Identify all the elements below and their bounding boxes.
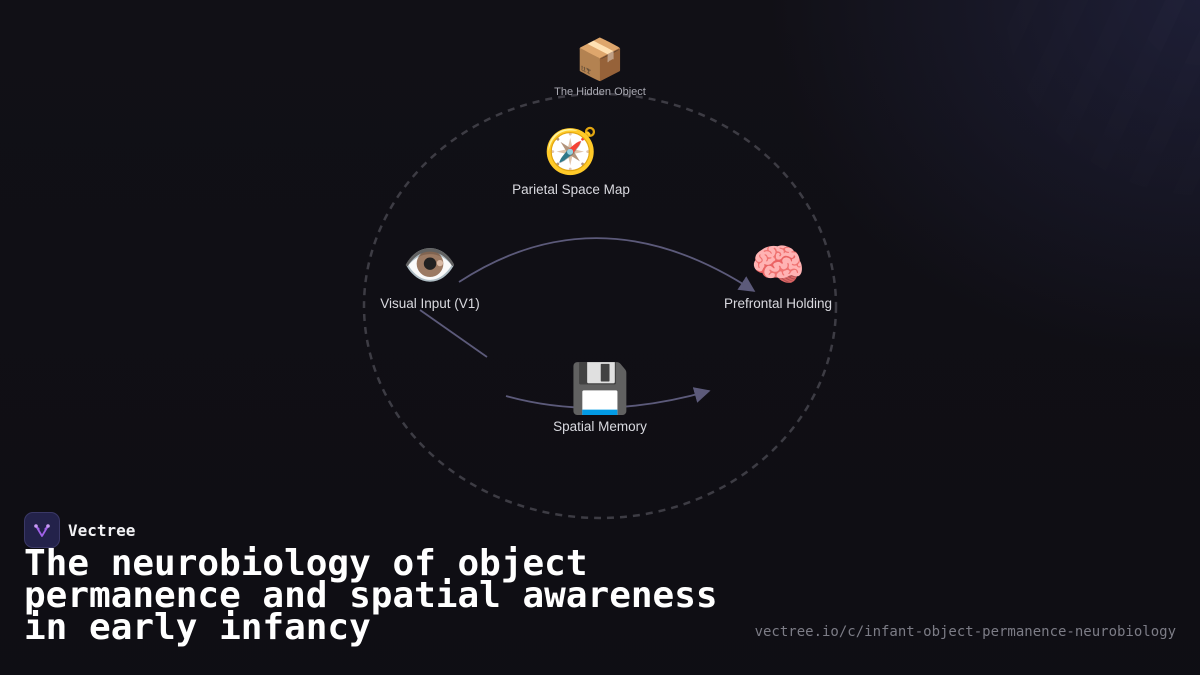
node-label: The Hidden Object (554, 86, 646, 98)
node-hidden-object: 📦 The Hidden Object (554, 40, 646, 98)
orbit-dashed-circle (362, 92, 838, 520)
brain-icon: 🧠 (750, 240, 806, 291)
node-label: Visual Input (V1) (380, 296, 480, 311)
page-title: The neurobiology of object permanence an… (24, 543, 718, 648)
eye-icon: 👁️ (402, 240, 458, 291)
node-spatial-memory: 💾 Spatial Memory (553, 365, 647, 434)
node-label: Parietal Space Map (512, 182, 630, 197)
vectree-logo-icon (24, 512, 60, 548)
connector-visual-to-prefrontal (458, 237, 756, 292)
floppy-disk-icon: 💾 (570, 361, 630, 417)
connector-spatial-to-prefrontal (505, 387, 711, 409)
package-icon: 📦 (575, 37, 625, 83)
node-visual-input: 👁️ Visual Input (V1) (380, 240, 480, 312)
brand[interactable]: Vectree (24, 512, 135, 548)
brand-name: Vectree (68, 520, 136, 540)
connector-visual-to-spatial (419, 309, 488, 358)
page-url[interactable]: vectree.io/c/infant-object-permanence-ne… (754, 624, 1176, 640)
node-prefrontal-holding: 🧠 Prefrontal Holding (723, 240, 833, 312)
node-label: Spatial Memory (553, 419, 647, 434)
node-label: Prefrontal Holding (723, 296, 833, 311)
node-parietal-space-map: 🧭 Parietal Space Map (512, 126, 630, 198)
compass-icon: 🧭 (543, 126, 599, 177)
